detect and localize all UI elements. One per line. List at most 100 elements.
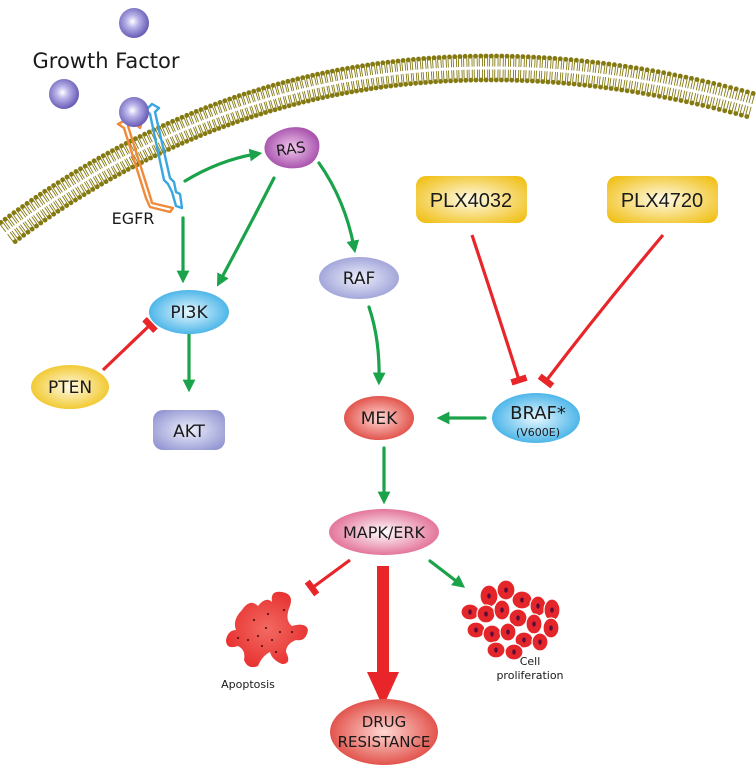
lipid-tail bbox=[171, 134, 180, 147]
node-pi3k[interactable]: PI3K bbox=[149, 290, 229, 334]
node-braf-v600e[interactable]: BRAF* (V600E) bbox=[492, 393, 580, 443]
lipid-tail bbox=[83, 165, 93, 177]
lipid-tail bbox=[213, 117, 221, 130]
lipid-tail bbox=[643, 69, 650, 81]
lipid-tail bbox=[34, 196, 44, 208]
lipid-tail bbox=[530, 70, 535, 82]
lipid-tail bbox=[325, 71, 332, 83]
lipid-tail bbox=[81, 181, 91, 194]
lipid-tail bbox=[236, 109, 245, 121]
lipid-tail bbox=[525, 70, 530, 81]
lipid-tail bbox=[421, 58, 427, 70]
lipid-tail bbox=[426, 57, 432, 69]
lipid-tail bbox=[605, 63, 611, 75]
apoptosis-cell-icon bbox=[226, 591, 308, 668]
lipid-tail bbox=[375, 63, 382, 75]
lipid-tail bbox=[266, 86, 274, 98]
lipid-tail bbox=[447, 56, 453, 68]
lipid-tail bbox=[594, 62, 601, 74]
lipid-tail bbox=[494, 69, 499, 81]
lipid-tail bbox=[265, 100, 273, 112]
lipid-tail bbox=[41, 207, 52, 219]
lipid-tail bbox=[621, 65, 628, 77]
lipid-tail bbox=[668, 87, 675, 99]
lipid-tail bbox=[609, 77, 615, 89]
node-mapk-erk[interactable]: MAPK/ERK bbox=[329, 509, 439, 555]
lipid-tail bbox=[578, 60, 584, 72]
cell-nucleus bbox=[512, 649, 516, 655]
lipid-tail bbox=[90, 176, 99, 188]
lipid-tail bbox=[43, 190, 53, 202]
lipid-tail bbox=[112, 163, 122, 176]
lipid-tail bbox=[20, 222, 30, 234]
lipid-tail bbox=[199, 123, 208, 135]
lipid-tail bbox=[546, 57, 552, 69]
lipid-tail bbox=[310, 74, 317, 86]
lipid-tail bbox=[103, 168, 113, 181]
lipid-tail bbox=[635, 81, 642, 93]
lipid-tail bbox=[241, 107, 249, 120]
cell-nucleus bbox=[484, 611, 488, 617]
lipid-tail bbox=[372, 77, 379, 89]
lipid-tail bbox=[646, 83, 653, 95]
node-drug-resistance[interactable]: DRUG RESISTANCE bbox=[330, 699, 438, 765]
lipid-tail bbox=[180, 130, 189, 143]
lipid-tail bbox=[483, 55, 489, 67]
inhibition-edges bbox=[101, 233, 665, 597]
lipid-tail bbox=[392, 74, 398, 86]
braf-mutation-label: (V600E) bbox=[516, 426, 560, 439]
node-mek[interactable]: MEK bbox=[344, 396, 414, 440]
cell-nucleus bbox=[520, 597, 524, 603]
lipid-tail bbox=[15, 225, 26, 237]
egfr-receptor bbox=[116, 97, 184, 214]
lipid-tail bbox=[298, 91, 306, 103]
lipid-tail bbox=[545, 71, 551, 83]
lipid-tail bbox=[659, 72, 666, 84]
growth-factor-ligand bbox=[119, 8, 149, 38]
lipid-tail bbox=[7, 214, 18, 226]
lipid-tail bbox=[333, 84, 340, 96]
lipid-tail bbox=[665, 73, 672, 85]
node-ras[interactable]: RAS bbox=[264, 127, 320, 169]
lipid-tail bbox=[360, 65, 367, 77]
node-pten[interactable]: PTEN bbox=[31, 365, 109, 409]
lipid-tail bbox=[731, 88, 739, 100]
lipid-tail bbox=[281, 82, 288, 94]
node-akt[interactable]: AKT bbox=[153, 410, 225, 450]
lipid-tail bbox=[582, 74, 588, 86]
lipid-tail bbox=[276, 83, 283, 95]
lipid-tail bbox=[115, 147, 124, 159]
lipid-tail bbox=[535, 70, 541, 82]
lipid-tail bbox=[218, 101, 226, 113]
lipid-tail bbox=[270, 99, 277, 111]
drug-plx4720[interactable]: PLX4720 bbox=[607, 176, 718, 223]
lipid-tail bbox=[365, 64, 372, 76]
lipid-tail bbox=[208, 105, 217, 117]
lipid-tail bbox=[350, 67, 357, 79]
lipid-tail bbox=[355, 66, 362, 78]
lipid-tail bbox=[536, 57, 541, 68]
lipid-tail bbox=[337, 83, 344, 95]
lipid-tail bbox=[367, 78, 374, 90]
lipid-tail bbox=[530, 56, 536, 68]
lipid-tail bbox=[242, 93, 250, 105]
edge-ras-raf bbox=[317, 161, 360, 254]
lipid-tail bbox=[256, 88, 264, 101]
lipid-tail bbox=[106, 152, 115, 164]
lipid-tail bbox=[189, 127, 198, 139]
pten-label: PTEN bbox=[48, 378, 92, 398]
lipid-tail bbox=[46, 204, 56, 216]
lipid-tail bbox=[673, 88, 680, 100]
lipid-tail bbox=[121, 159, 130, 171]
lipid-tail bbox=[742, 91, 750, 103]
lipid-tail bbox=[463, 56, 468, 67]
lipid-tail bbox=[568, 59, 574, 71]
drug-plx4032[interactable]: PLX4032 bbox=[416, 176, 527, 223]
cell-nucleus bbox=[506, 629, 510, 635]
mek-label: MEK bbox=[361, 409, 398, 429]
node-raf[interactable]: RAF bbox=[319, 257, 399, 299]
edge-raf-mek bbox=[367, 305, 386, 386]
lipid-tail bbox=[85, 179, 95, 191]
cell-nucleus bbox=[522, 637, 526, 643]
lipid-tail bbox=[619, 79, 626, 91]
